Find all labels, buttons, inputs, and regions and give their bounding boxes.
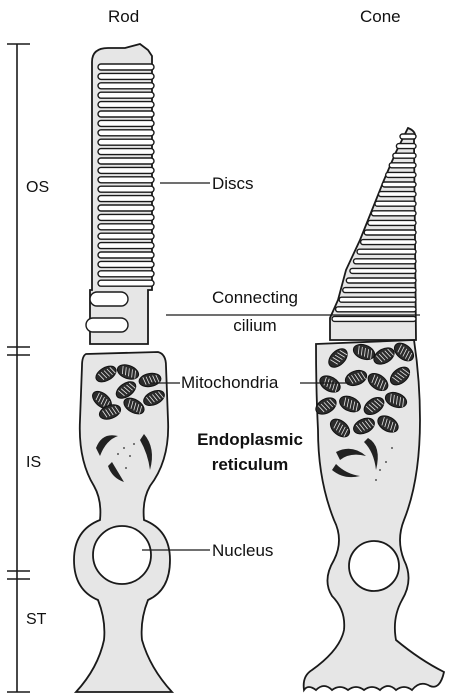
rod-disc: [98, 167, 154, 173]
connecting-cilium-label-line1: Connecting: [185, 289, 325, 306]
rod-disc: [98, 271, 154, 277]
is-label: IS: [26, 455, 41, 471]
rod-disc: [98, 111, 154, 117]
cone-cell: [304, 128, 444, 690]
cone-lamella: [379, 192, 416, 197]
cone-lamella: [339, 297, 416, 302]
rod-disc: [98, 102, 154, 108]
rod-disc: [98, 73, 154, 79]
rod-disc-gap-1: [90, 292, 128, 306]
rod-disc: [98, 214, 154, 220]
rod-disc: [98, 196, 154, 202]
rod-disc: [98, 186, 154, 192]
cone-lamella: [336, 307, 416, 312]
cone-lamella: [400, 134, 416, 139]
rod-disc: [98, 83, 154, 89]
cone-lamella: [389, 163, 416, 168]
st-label: ST: [26, 612, 46, 628]
rod-disc: [98, 177, 154, 183]
cone-lamella: [353, 259, 416, 264]
mitochondria-label: Mitochondria: [181, 374, 278, 391]
cone-nucleus: [349, 541, 399, 591]
rod-disc: [98, 158, 154, 164]
cone-lamella: [361, 240, 416, 245]
rod-disc: [98, 205, 154, 211]
cone-lamella: [382, 182, 416, 187]
cone-lamella: [364, 230, 416, 235]
rod-cell: [74, 44, 172, 692]
cone-lamella: [343, 288, 416, 293]
rod-disc-gap-2: [86, 318, 128, 332]
cone-lamella: [368, 220, 416, 225]
er-label-line2: reticulum: [178, 456, 322, 473]
rod-disc: [98, 149, 154, 155]
rod-disc: [98, 261, 154, 267]
cone-header: Cone: [360, 8, 401, 25]
os-label: OS: [26, 180, 49, 196]
rod-disc: [98, 130, 154, 136]
cone-lamella: [375, 201, 416, 206]
er-label-line1: Endoplasmic: [178, 431, 322, 448]
rod-nucleus: [93, 526, 151, 584]
rod-disc: [98, 64, 154, 70]
rod-header: Rod: [108, 8, 139, 25]
segment-scale-bar: [7, 44, 30, 692]
cone-lamella: [371, 211, 416, 216]
rod-disc: [98, 92, 154, 98]
cone-lamella: [357, 249, 416, 254]
cone-lamella: [332, 316, 416, 321]
rod-disc: [98, 243, 154, 249]
cone-inner-segment: [304, 340, 444, 690]
rod-disc: [98, 120, 154, 126]
cone-lamella: [393, 153, 416, 158]
rod-disc: [98, 224, 154, 230]
rod-disc: [98, 233, 154, 239]
cone-lamella: [386, 172, 416, 177]
cone-lamella: [350, 268, 416, 273]
connecting-cilium-label-line2: cilium: [185, 317, 325, 334]
discs-label: Discs: [212, 175, 254, 192]
cone-lamella: [346, 278, 416, 283]
nucleus-label: Nucleus: [212, 542, 273, 559]
rod-disc: [98, 252, 154, 258]
cone-lamella: [396, 144, 416, 149]
rod-disc: [98, 139, 154, 145]
rod-disc: [98, 280, 154, 286]
